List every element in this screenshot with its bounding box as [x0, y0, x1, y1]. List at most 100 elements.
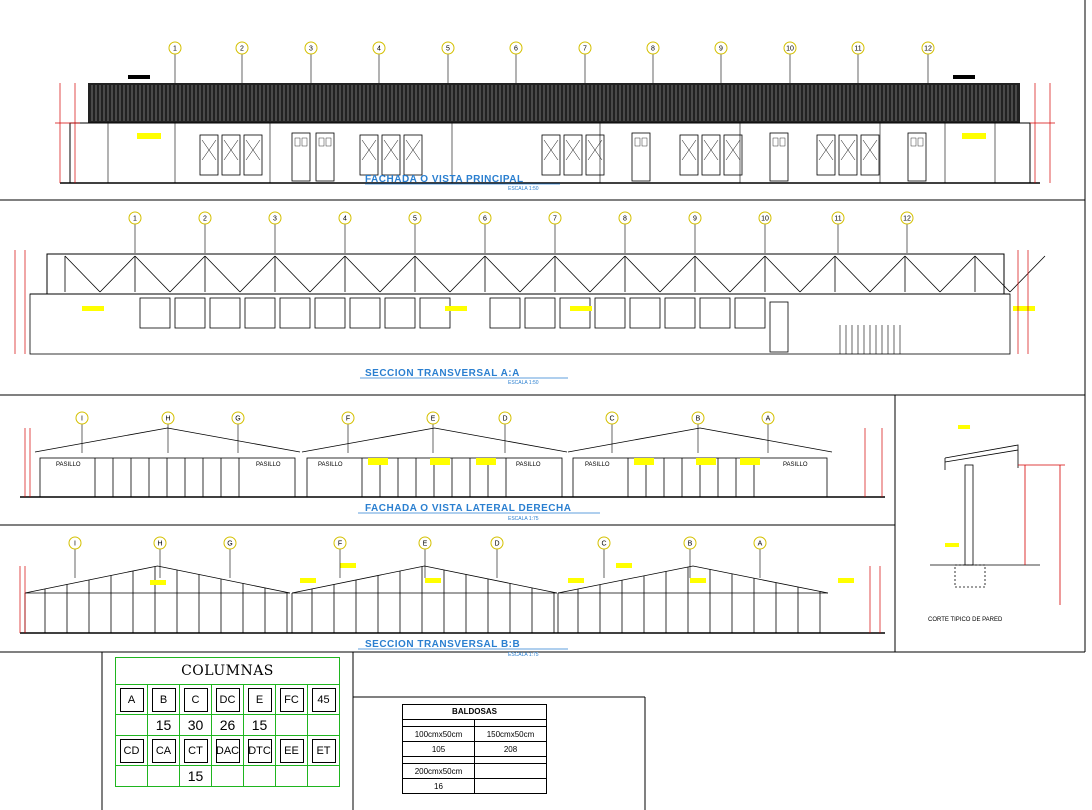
- baldosas-size-2: 150cmx50cm: [486, 729, 535, 739]
- column-count: [244, 766, 276, 787]
- axis-label: 11: [834, 216, 841, 223]
- axis-label: D: [494, 541, 499, 548]
- axis-label: C: [609, 416, 614, 423]
- columnas-counts-row-1: 15 30 26 15: [115, 715, 340, 736]
- svg-text:PASILLO: PASILLO: [516, 462, 541, 468]
- svg-text:PASILLO: PASILLO: [56, 462, 81, 468]
- column-type-icon: DC: [215, 687, 240, 712]
- axis-label: I: [74, 541, 76, 548]
- axis-label: G: [235, 416, 240, 423]
- axis-label: A: [766, 416, 771, 423]
- axis-label: D: [502, 416, 507, 423]
- column-type-icon: DAC: [215, 738, 240, 763]
- column-type-icon: C: [183, 687, 208, 712]
- baldosas-size-1: 100cmx50cm: [403, 727, 475, 741]
- column-type-icon: ET: [311, 738, 336, 763]
- axis-label: 7: [553, 216, 557, 223]
- scale-fachada-principal: ESCALA 1:50: [508, 186, 539, 192]
- axis-label: 11: [854, 46, 861, 53]
- baldosas-size-3: 200cmx50cm: [403, 764, 475, 778]
- svg-text:PASILLO: PASILLO: [783, 462, 808, 468]
- axis-label: 8: [651, 46, 655, 53]
- axis-label: 2: [240, 46, 244, 53]
- axis-label: 1: [173, 46, 177, 53]
- baldosas-header-row: 100cmx50cm 150cmx50cm: [403, 727, 546, 742]
- axis-label: 10: [761, 216, 769, 223]
- column-count: [148, 766, 180, 787]
- baldosas-header-row-2: 200cmx50cm: [403, 764, 546, 779]
- columnas-types-row-1: A B C DC E FC 45: [115, 685, 340, 715]
- axis-label: H: [165, 416, 170, 423]
- axis-label: 12: [924, 46, 932, 53]
- columnas-types-row-2: CD CA CT DAC DTC EE ET: [115, 736, 340, 766]
- axis-label: C: [601, 541, 606, 548]
- column-count: [276, 766, 308, 787]
- column-type-icon: CA: [151, 738, 176, 763]
- column-count: [212, 766, 244, 787]
- section-titles: FACHADA O VISTA PRINCIPAL ESCALA 1:50 SE…: [358, 174, 1003, 658]
- axis-label: B: [696, 416, 701, 423]
- title-fachada-principal: FACHADA O VISTA PRINCIPAL: [365, 174, 524, 185]
- column-type-icon: CD: [119, 738, 144, 763]
- axis-label: E: [431, 416, 436, 423]
- axis-label: F: [346, 416, 350, 423]
- axis-label: I: [81, 416, 83, 423]
- axis-label: 4: [377, 46, 381, 53]
- column-count: 15: [244, 715, 276, 736]
- axis-label: H: [157, 541, 162, 548]
- svg-text:PASILLO: PASILLO: [256, 462, 281, 468]
- room-labels: PASILLO PASILLO PASILLO PASILLO PASILLO …: [56, 462, 808, 468]
- baldosas-count-2: 208: [503, 744, 518, 754]
- column-count: 15: [180, 766, 212, 787]
- seccion-bb: [19, 563, 885, 634]
- column-type-icon: E: [247, 687, 272, 712]
- axis-label: 10: [786, 46, 794, 53]
- axis-label: F: [338, 541, 342, 548]
- baldosas-values-row-2: 16: [403, 779, 546, 793]
- column-count: [116, 715, 148, 736]
- title-seccion-bb: SECCION TRANSVERSAL B:B: [365, 639, 520, 650]
- columnas-counts-row-2: 15: [115, 766, 340, 787]
- column-count: 26: [212, 715, 244, 736]
- baldosas-title: BALDOSAS: [403, 705, 546, 720]
- axis-label: 4: [343, 216, 347, 223]
- axis-label: 5: [413, 216, 417, 223]
- column-type-icon: A: [119, 687, 144, 712]
- scale-seccion-bb: ESCALA 1:75: [508, 652, 539, 658]
- baldosas-count-3: 16: [403, 779, 475, 793]
- axis-label: 7: [583, 46, 587, 53]
- column-count: [276, 715, 308, 736]
- axis-label: 5: [446, 46, 450, 53]
- axis-label: 1: [133, 216, 137, 223]
- title-seccion-aa: SECCION TRANSVERSAL A:A: [365, 368, 520, 379]
- column-type-icon: 45: [311, 687, 336, 712]
- fachada-lateral: [20, 427, 885, 498]
- column-count: [308, 766, 339, 787]
- column-type-icon: EE: [279, 738, 304, 763]
- axis-label: 12: [903, 216, 911, 223]
- baldosas-values-row: 105 208: [403, 742, 546, 757]
- svg-text:PASILLO: PASILLO: [318, 462, 343, 468]
- column-type-icon: B: [151, 687, 176, 712]
- axis-label: 3: [309, 46, 313, 53]
- column-type-icon: CT: [183, 738, 208, 763]
- columnas-title: COLUMNAS: [115, 657, 340, 685]
- axis-label: 8: [623, 216, 627, 223]
- column-type-icon: DTC: [247, 738, 272, 763]
- svg-text:PASILLO: PASILLO: [585, 462, 610, 468]
- title-wall-detail: CORTE TIPICO DE PARED: [928, 617, 1003, 623]
- title-fachada-lateral: FACHADA O VISTA LATERAL DERECHA: [365, 503, 571, 514]
- axis-label: A: [758, 541, 763, 548]
- column-count: 30: [180, 715, 212, 736]
- axis-label: 3: [273, 216, 277, 223]
- axis-label: 6: [483, 216, 487, 223]
- axis-label: E: [423, 541, 428, 548]
- seccion-aa: [14, 250, 1046, 355]
- columnas-table: COLUMNAS A B C DC E FC 45 15 30 26 15 CD…: [115, 657, 340, 787]
- scale-fachada-lateral: ESCALA 1:75: [508, 516, 539, 522]
- wall-detail: [930, 425, 1065, 605]
